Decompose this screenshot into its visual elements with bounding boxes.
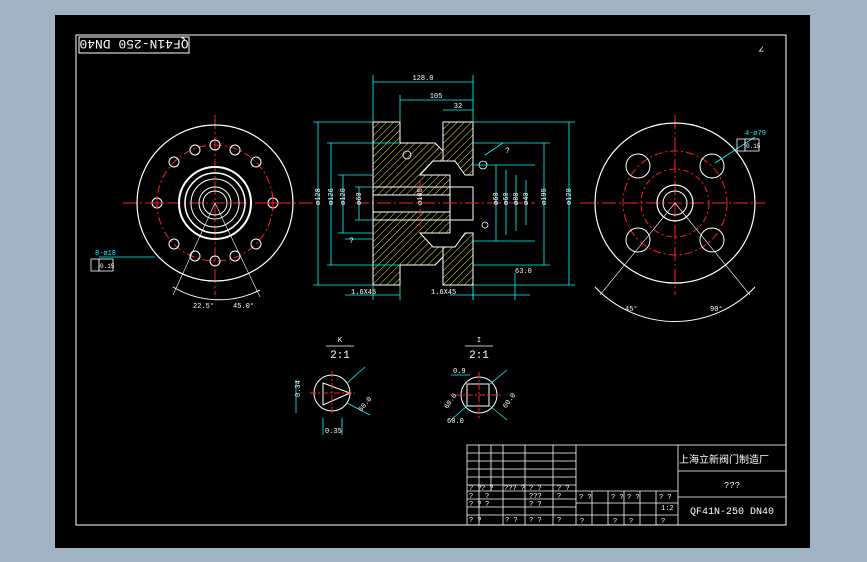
title-cell: ??? ? xyxy=(504,485,525,493)
title-cell: ? xyxy=(580,518,584,526)
dim-text: 32 xyxy=(454,103,462,111)
sheet-border xyxy=(75,34,787,526)
tolerance: 0.15 xyxy=(100,263,115,270)
company-name: 上海立新阀门制造厂 xyxy=(679,453,769,466)
dim-text: 60.0 xyxy=(357,396,374,414)
title-cell: ? ? xyxy=(469,501,482,509)
angle-label: 45° xyxy=(625,305,638,314)
dim-text: 0.9 xyxy=(453,368,466,376)
detail-k: K 2:1 0.34 0.35 60.0 xyxy=(295,337,374,436)
dim-text: 63.0 xyxy=(515,268,532,276)
title-cell: ? ? xyxy=(481,485,494,493)
title-cell: ? xyxy=(557,517,561,525)
hole-callout: 4-ø79 xyxy=(745,130,766,138)
title-cell: ? ? xyxy=(469,485,482,493)
dim-text: ø128 xyxy=(566,188,574,205)
top-label: QF41N-250 DN40 xyxy=(79,36,188,51)
dim-text: 60.0 xyxy=(447,418,464,426)
angle-label: 22.5° xyxy=(193,302,214,311)
dim-text: ø40 xyxy=(523,192,531,205)
tolerance: 0.15 xyxy=(746,143,761,150)
title-cell: ? ? xyxy=(505,517,518,525)
corner-mark: ∠ xyxy=(758,46,764,57)
dim-text: ø80 xyxy=(513,192,521,205)
dim-text: ? xyxy=(349,237,354,246)
title-cell: ? ? xyxy=(529,485,542,493)
title-cell: ? xyxy=(557,493,561,501)
detail-id: I xyxy=(477,337,481,345)
detail-id: K xyxy=(338,337,343,345)
detail-i: I 2:1 0.9 60.0 60.0 60.0 xyxy=(443,337,518,426)
title-cell: ??? xyxy=(529,493,542,501)
dim-text: 0.35 xyxy=(325,428,342,436)
detail-scale: 2:1 xyxy=(330,350,350,362)
angle-label: 45.0° xyxy=(233,302,254,311)
title-cell: ? ? xyxy=(469,517,482,525)
dim-text: ø105 xyxy=(417,188,425,205)
dim-text: ø128 xyxy=(315,188,323,205)
dim-text: ø126 xyxy=(328,188,336,205)
title-cell: ? xyxy=(629,518,633,526)
title-cell: ? ? xyxy=(557,485,570,493)
dim-text: 105 xyxy=(430,93,443,101)
dim-text: 1.6X45 xyxy=(351,289,376,297)
hole-callout: 8-ø18 xyxy=(95,250,116,258)
title-cell: ? xyxy=(469,493,473,501)
dim-text: 60.0 xyxy=(502,392,518,410)
dim-text: ø195 xyxy=(541,188,549,205)
part-name: ??? xyxy=(724,481,740,491)
title-cell: ? ? xyxy=(659,494,672,502)
dim-text: 0.34 xyxy=(295,380,303,397)
dim-text: 128.0 xyxy=(412,75,433,83)
right-flange-view: 45° 90° 4-ø79 0.15 xyxy=(580,115,766,322)
section-view: 128.0 105 32 ø128 ø126 ø120 ø60 ø105 ø60… xyxy=(313,75,575,300)
title-cell: ? xyxy=(661,518,665,526)
dim-text: ? xyxy=(505,147,510,156)
model-number: QF41N-250 DN40 xyxy=(690,507,774,518)
dim-text: ø120 xyxy=(340,188,348,205)
cad-drawing: QF41N-250 DN40 ∠ 22.5° 45.0° xyxy=(75,34,787,526)
drawing-canvas: QF41N-250 DN40 ∠ 22.5° 45.0° xyxy=(55,15,810,548)
dim-text: 1.6X45 xyxy=(431,289,456,297)
title-cell: ? ? xyxy=(529,517,542,525)
angle-label: 90° xyxy=(710,305,723,314)
title-cell: ? ? xyxy=(627,494,640,502)
dim-text: ø60 xyxy=(356,192,364,205)
title-cell: ? xyxy=(485,493,489,501)
title-block xyxy=(466,444,787,526)
title-cell: ? ? xyxy=(611,494,624,502)
detail-scale: 2:1 xyxy=(469,350,489,362)
title-cell: ? xyxy=(485,501,489,509)
top-label-box xyxy=(78,36,190,54)
title-cell: ? xyxy=(613,518,617,526)
dim-text: ø60 xyxy=(493,192,501,205)
scale-value: 1:2 xyxy=(661,505,674,513)
title-cell: ? ? xyxy=(579,494,592,502)
dim-text: ø60 xyxy=(503,192,511,205)
left-flange-view: 22.5° 45.0° 8-ø18 0.15 xyxy=(90,115,315,311)
title-cell: ? ? xyxy=(529,501,542,509)
